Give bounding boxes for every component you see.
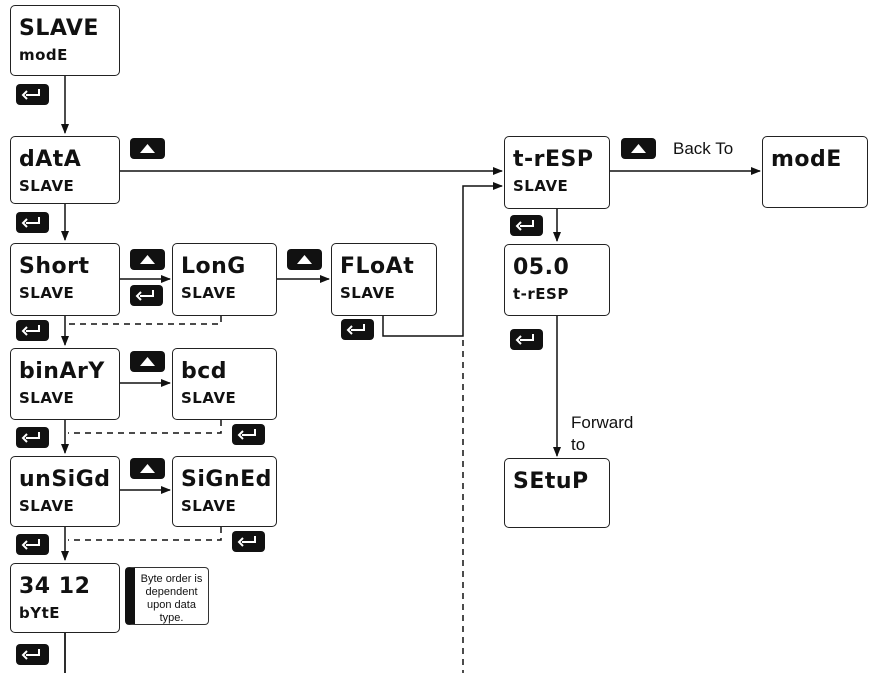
screen-line2: SLAVE <box>19 177 75 195</box>
screen-line1: binArY <box>19 359 105 384</box>
up-triangle-icon <box>140 255 155 264</box>
enter-key-icon[interactable] <box>16 212 49 233</box>
enter-glyph-icon <box>21 217 40 228</box>
screen-line2: bYtE <box>19 604 61 622</box>
screen-binary-slave: binArY SLAVE <box>10 348 120 420</box>
screen-line1: SLAVE <box>19 16 99 41</box>
up-triangle-icon <box>297 255 312 264</box>
byte-order-note: Byte order is dependent upon data type. <box>125 567 209 625</box>
screen-mode-back: modE <box>762 136 868 208</box>
enter-glyph-icon <box>21 539 40 550</box>
up-arrow-key-icon[interactable] <box>130 351 165 372</box>
screen-line1: bcd <box>181 359 228 384</box>
enter-glyph-icon <box>21 649 40 660</box>
enter-key-icon[interactable] <box>16 644 49 665</box>
screen-short-slave: Short SLAVE <box>10 243 120 316</box>
screen-line2: SLAVE <box>19 284 75 302</box>
up-triangle-icon <box>140 144 155 153</box>
forward-to-label: Forward to <box>571 413 634 454</box>
screen-line1: unSiGd <box>19 467 111 492</box>
screen-slave-mode: SLAVE modE <box>10 5 120 76</box>
screen-tresp-value: 05.0 t-rESP <box>504 244 610 316</box>
up-arrow-key-icon[interactable] <box>130 249 165 270</box>
screen-line1: 34 12 <box>19 574 91 599</box>
enter-key-icon[interactable] <box>232 424 265 445</box>
enter-glyph-icon <box>515 334 534 345</box>
up-arrow-key-icon[interactable] <box>130 458 165 479</box>
enter-key-icon[interactable] <box>510 329 543 350</box>
screen-setup: SEtuP <box>504 458 610 528</box>
screen-line1: t-rESP <box>513 147 594 172</box>
enter-glyph-icon <box>237 429 256 440</box>
screen-data-slave: dAtA SLAVE <box>10 136 120 204</box>
screen-float-slave: FLoAt SLAVE <box>331 243 437 316</box>
enter-key-icon[interactable] <box>16 320 49 341</box>
enter-glyph-icon <box>515 220 534 231</box>
enter-key-icon[interactable] <box>16 534 49 555</box>
screen-line1: FLoAt <box>340 254 415 279</box>
enter-glyph-icon <box>21 325 40 336</box>
enter-key-icon[interactable] <box>130 285 163 306</box>
enter-glyph-icon <box>346 324 365 335</box>
screen-signed-slave: SiGnEd SLAVE <box>172 456 277 527</box>
up-triangle-icon <box>140 464 155 473</box>
up-triangle-icon <box>140 357 155 366</box>
screen-line2: SLAVE <box>181 284 237 302</box>
screen-line2: SLAVE <box>181 389 237 407</box>
screen-line2: modE <box>19 46 68 64</box>
back-to-label: Back To <box>673 139 734 158</box>
screen-long-slave: LonG SLAVE <box>172 243 277 316</box>
screen-bcd-slave: bcd SLAVE <box>172 348 277 420</box>
screen-line1: SEtuP <box>513 469 589 494</box>
screen-line1: 05.0 <box>513 255 570 280</box>
screen-line1: Short <box>19 254 90 279</box>
enter-key-icon[interactable] <box>232 531 265 552</box>
screen-line2: SLAVE <box>181 497 237 515</box>
screen-line2: t-rESP <box>513 285 569 303</box>
screen-line2: SLAVE <box>19 497 75 515</box>
enter-glyph-icon <box>21 432 40 443</box>
screen-unsigned-slave: unSiGd SLAVE <box>10 456 120 527</box>
enter-key-icon[interactable] <box>510 215 543 236</box>
up-arrow-key-icon[interactable] <box>130 138 165 159</box>
screen-line2: SLAVE <box>513 177 569 195</box>
screen-line1: LonG <box>181 254 246 279</box>
screen-line1: modE <box>771 147 842 172</box>
screen-tresp-slave: t-rESP SLAVE <box>504 136 610 209</box>
enter-key-icon[interactable] <box>16 427 49 448</box>
up-arrow-key-icon[interactable] <box>621 138 656 159</box>
screen-line1: SiGnEd <box>181 467 272 492</box>
enter-glyph-icon <box>21 89 40 100</box>
screen-line2: SLAVE <box>19 389 75 407</box>
enter-key-icon[interactable] <box>341 319 374 340</box>
screen-byte-order: 34 12 bYtE <box>10 563 120 633</box>
screen-line2: SLAVE <box>340 284 396 302</box>
enter-key-icon[interactable] <box>16 84 49 105</box>
screen-line1: dAtA <box>19 147 82 172</box>
enter-glyph-icon <box>237 536 256 547</box>
up-arrow-key-icon[interactable] <box>287 249 322 270</box>
up-triangle-icon <box>631 144 646 153</box>
enter-glyph-icon <box>135 290 154 301</box>
